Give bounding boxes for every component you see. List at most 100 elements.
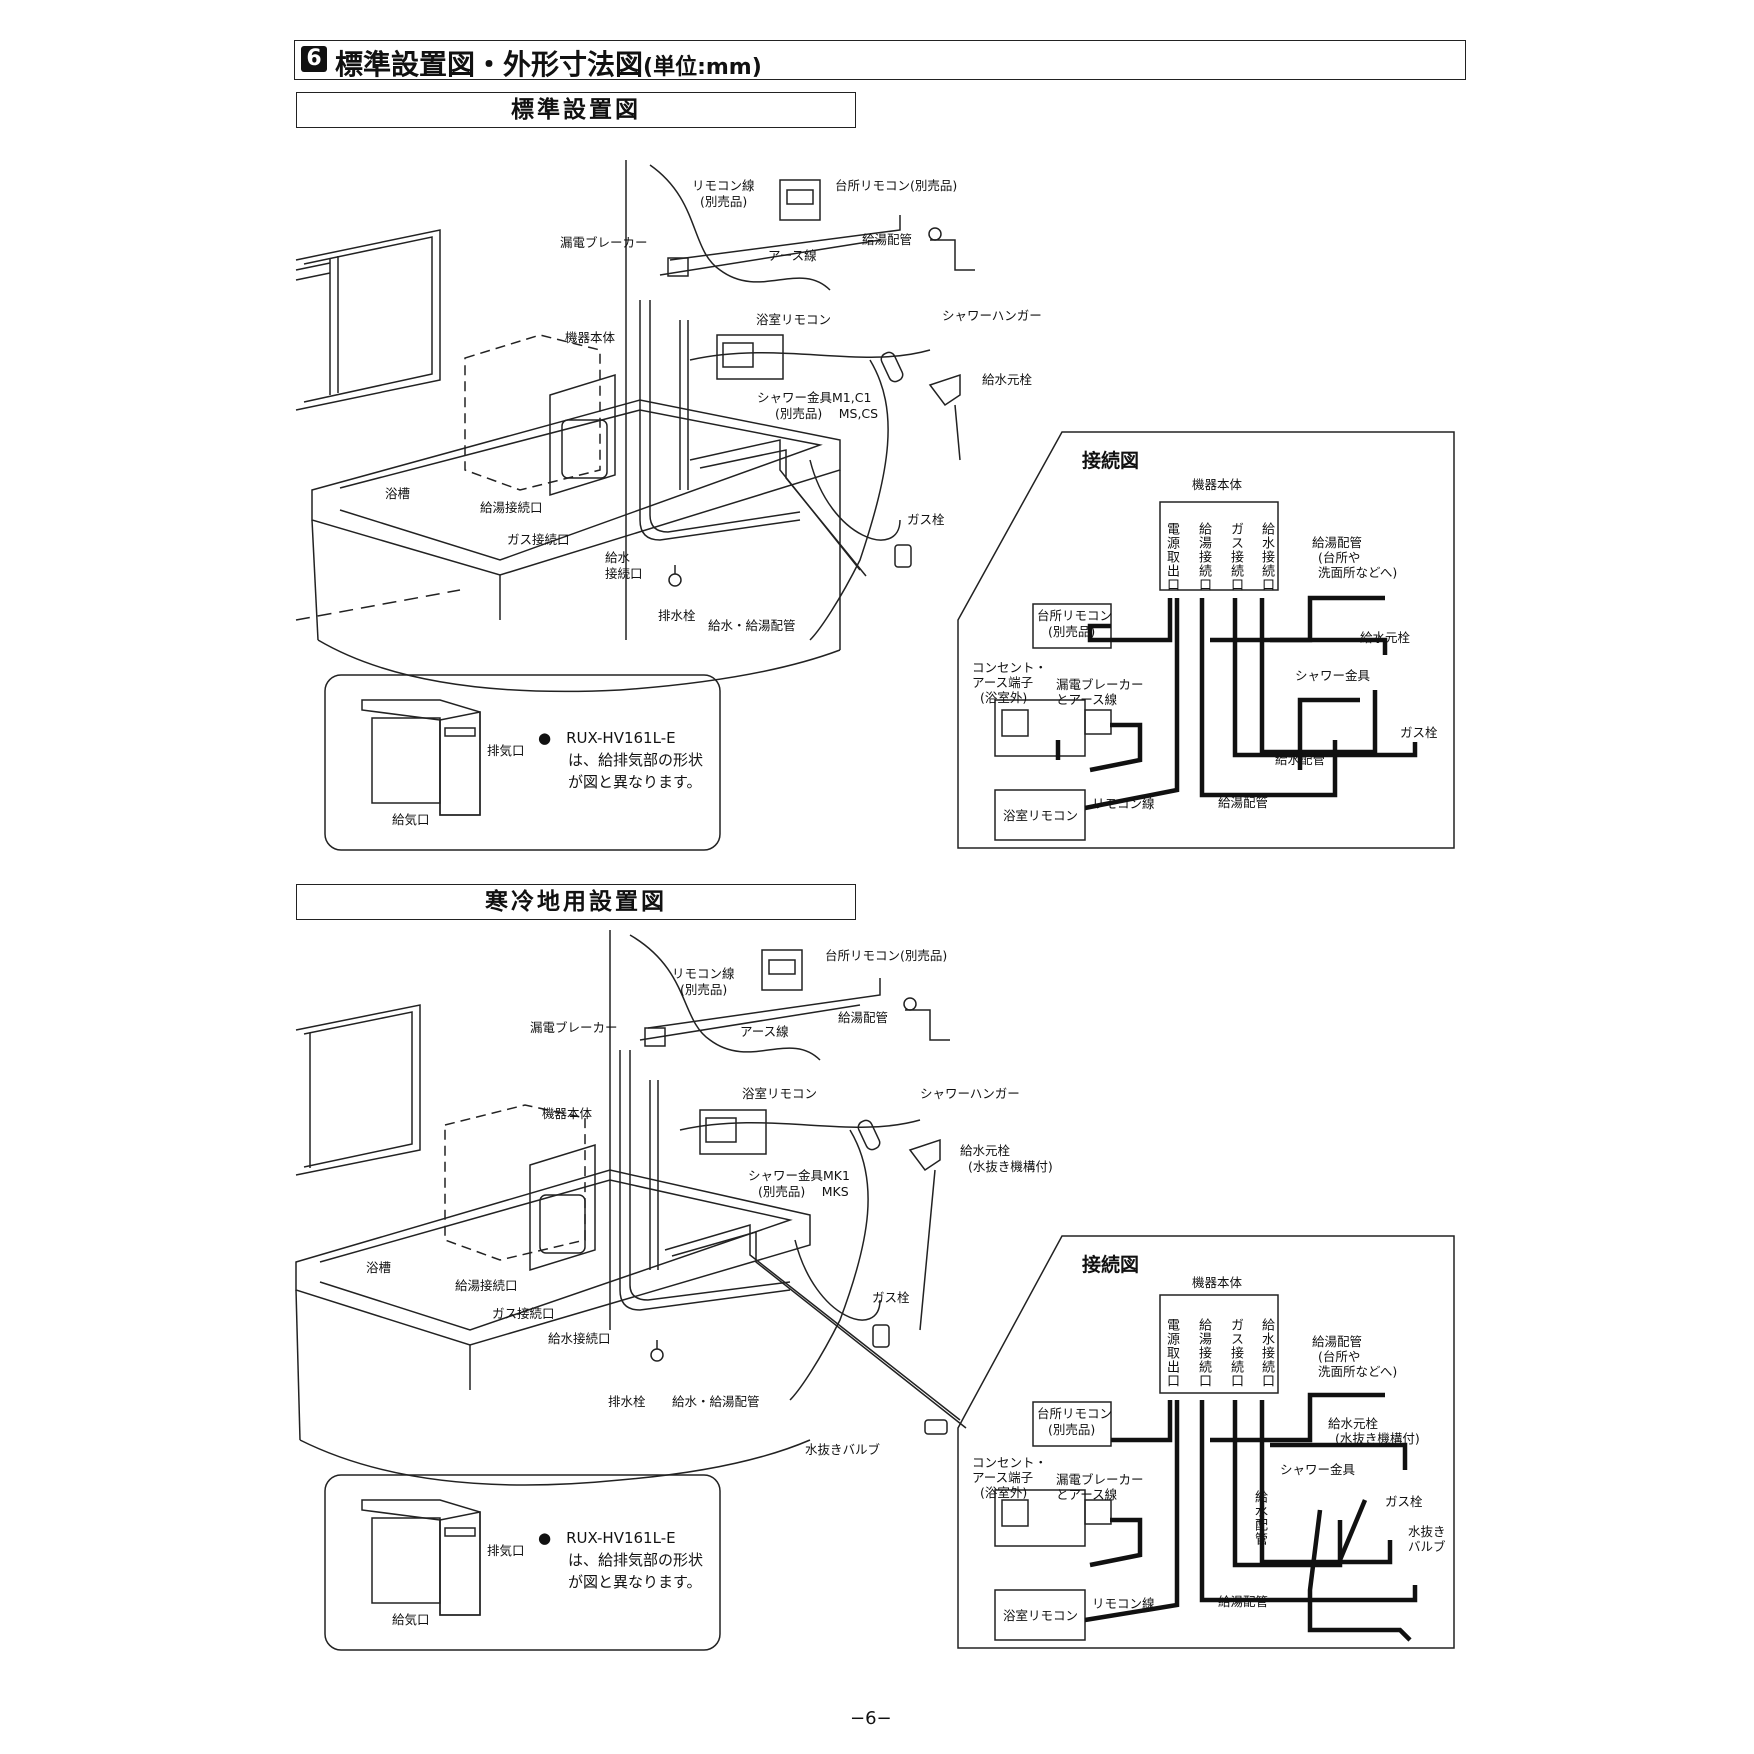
label-water-valve: 給水元栓 (982, 372, 1033, 387)
conn-outlet-1: コンセント・ (972, 660, 1048, 675)
conn-port-power-1: 電源取出口 (1164, 522, 1179, 592)
label-shower-fitting-sub-2: (別売品) MKS (758, 1184, 849, 1199)
label-water-outlet-2: 接続口 (605, 566, 643, 581)
label-water-valve-2: 給水元栓 (960, 1143, 1011, 1158)
conn-port-water-1: 給水接続口 (1259, 522, 1274, 592)
conn-hot-pipe-1-2: 給湯配管 (1312, 1334, 1363, 1349)
conn-port-gas-2: ガス接続口 (1228, 1318, 1243, 1388)
conn-port-gas-1: ガス接続口 (1228, 522, 1243, 592)
conn-water-pipe-v-2: 給水配管 (1252, 1490, 1267, 1546)
label-remocon-wire: リモコン線 (692, 178, 755, 193)
conn-bath-remocon: 浴室リモコン (1003, 808, 1079, 823)
label-unit-body-2: 機器本体 (542, 1106, 593, 1121)
label-kitchen-remocon-2: 台所リモコン(別売品) (825, 948, 948, 963)
label-drain-valve-2: 水抜きバルブ (805, 1442, 881, 1457)
label-bathtub: 浴槽 (385, 486, 411, 501)
label-gas-cock: ガス栓 (907, 512, 945, 527)
inset-note-1: ● RUX-HV161L-E (538, 729, 676, 747)
conn-kitchen-remocon-1-2: 台所リモコン (1037, 1406, 1113, 1421)
inset-box-2 (324, 1474, 721, 1651)
window-illustration-1 (295, 229, 441, 411)
label-hot-pipe-2: 給湯配管 (838, 1010, 889, 1025)
label-remocon-wire-2: リモコン線 (672, 966, 735, 981)
inset-note-1-2: ● RUX-HV161L-E (538, 1529, 676, 1547)
conn-title-2: 接続図 (1082, 1254, 1140, 1276)
conn-kitchen-remocon-2: (別売品) (1048, 624, 1096, 639)
conn-port-hot-2: 給湯接続口 (1196, 1318, 1211, 1388)
conn-hot-pipe-1: 給湯配管 (1312, 535, 1363, 550)
bathtub-2 (295, 1169, 811, 1486)
conn-water-pipe: 給水配管 (1275, 752, 1326, 767)
label-bathtub-2: 浴槽 (366, 1260, 392, 1275)
conn-unit-2 (1159, 1294, 1279, 1394)
label-earth: アース線 (768, 248, 817, 263)
conn-hot-pipe-2: (台所や (1318, 550, 1361, 565)
conn-water-valve: 給水元栓 (1360, 630, 1411, 645)
section-number: 6 (301, 46, 327, 72)
inset-intake: 給気口 (392, 812, 430, 827)
label-remocon-wire-sub: (別売品) (700, 194, 748, 209)
label-shower-hanger-2: シャワーハンガー (920, 1086, 1020, 1101)
label-shower-hanger: シャワーハンガー (942, 308, 1042, 323)
window-illustration-2 (295, 1004, 421, 1176)
label-breaker: 漏電ブレーカー (560, 235, 648, 250)
label-unit-body: 機器本体 (565, 330, 616, 345)
label-hot-outlet-2: 給湯接続口 (455, 1278, 518, 1293)
page-title: 標準設置図・外形寸法図(単位:mm) (335, 43, 762, 83)
inset-note-3-2: が図と異なります。 (538, 1573, 702, 1591)
conn-shower: シャワー金具 (1295, 668, 1371, 683)
inset-note-2-2: は、給排気部の形状 (538, 1551, 704, 1569)
conn-breaker-1-2: 漏電ブレーカー (1056, 1472, 1144, 1487)
label-hot-pipe: 給湯配管 (862, 232, 913, 247)
unit-body-illustration-2 (444, 1104, 596, 1272)
label-earth-2: アース線 (740, 1024, 789, 1039)
label-water-outlet-2b: 給水接続口 (548, 1331, 611, 1346)
unit-body-illustration-1 (464, 334, 616, 497)
page-number: −6− (850, 1708, 892, 1729)
conn-unit-label-1: 機器本体 (1192, 477, 1243, 492)
section-title-standard: 標準設置図 (296, 92, 856, 128)
conn-outlet-2-2: アース端子 (972, 1470, 1034, 1485)
conn-breaker-2-2: とアース線 (1056, 1487, 1118, 1502)
label-shower-fitting-sub: (別売品) MS,CS (775, 406, 879, 421)
conn-hot-pipe-3: 洗面所などへ) (1318, 565, 1398, 580)
conn-port-power-2: 電源取出口 (1164, 1318, 1179, 1388)
label-bath-remocon-2: 浴室リモコン (742, 1086, 818, 1101)
label-water-outlet-1: 給水 (605, 550, 631, 565)
conn-breaker-2: とアース線 (1056, 692, 1118, 707)
label-remocon-wire-sub-2: (別売品) (680, 982, 728, 997)
inset-exhaust-2: 排気口 (487, 1543, 525, 1558)
conn-outlet-3-2: (浴室外) (980, 1485, 1028, 1500)
conn-port-hot-1: 給湯接続口 (1196, 522, 1211, 592)
conn-hot-pipe-2-2: (台所や (1318, 1349, 1361, 1364)
inset-note-3: が図と異なります。 (538, 773, 702, 791)
label-gas-outlet-2: ガス接続口 (492, 1306, 555, 1321)
page-title-text: 標準設置図・外形寸法図 (335, 48, 644, 81)
label-bath-remocon: 浴室リモコン (756, 312, 832, 327)
conn-gas-cock: ガス栓 (1400, 725, 1438, 740)
conn-gas-cock-2: ガス栓 (1385, 1494, 1423, 1509)
label-gas-outlet: ガス接続口 (507, 532, 570, 547)
connection-frame-2 (957, 1235, 1455, 1649)
label-breaker-2: 漏電ブレーカー (530, 1020, 618, 1035)
conn-water-valve-1-2: 給水元栓 (1328, 1416, 1379, 1431)
section-title-cold: 寒冷地用設置図 (296, 884, 856, 920)
conn-remocon-wire: リモコン線 (1092, 796, 1155, 811)
conn-unit-1 (1159, 501, 1279, 591)
conn-bath-remocon-2: 浴室リモコン (1003, 1608, 1079, 1623)
conn-drain-valve-1-2: 水抜き (1408, 1524, 1446, 1539)
conn-drain-valve-2-2: バルブ (1408, 1539, 1446, 1554)
label-hot-outlet: 給湯接続口 (480, 500, 543, 515)
conn-outlet-3: (浴室外) (980, 690, 1028, 705)
conn-hot-pipe-3-2: 洗面所などへ) (1318, 1364, 1398, 1379)
label-drain-plug-2: 排水栓 (608, 1394, 646, 1409)
conn-outlet-2: アース端子 (972, 675, 1034, 690)
conn-port-water-2: 給水接続口 (1259, 1318, 1274, 1388)
label-gas-cock-2: ガス栓 (872, 1290, 910, 1305)
conn-hot-pipe-b: 給湯配管 (1218, 795, 1269, 810)
label-shower-fitting-2: シャワー金具MK1 (748, 1168, 850, 1183)
conn-kitchen-remocon-2-2: (別売品) (1048, 1422, 1096, 1437)
conn-shower-2: シャワー金具 (1280, 1462, 1356, 1477)
label-kitchen-remocon: 台所リモコン(別売品) (835, 178, 958, 193)
